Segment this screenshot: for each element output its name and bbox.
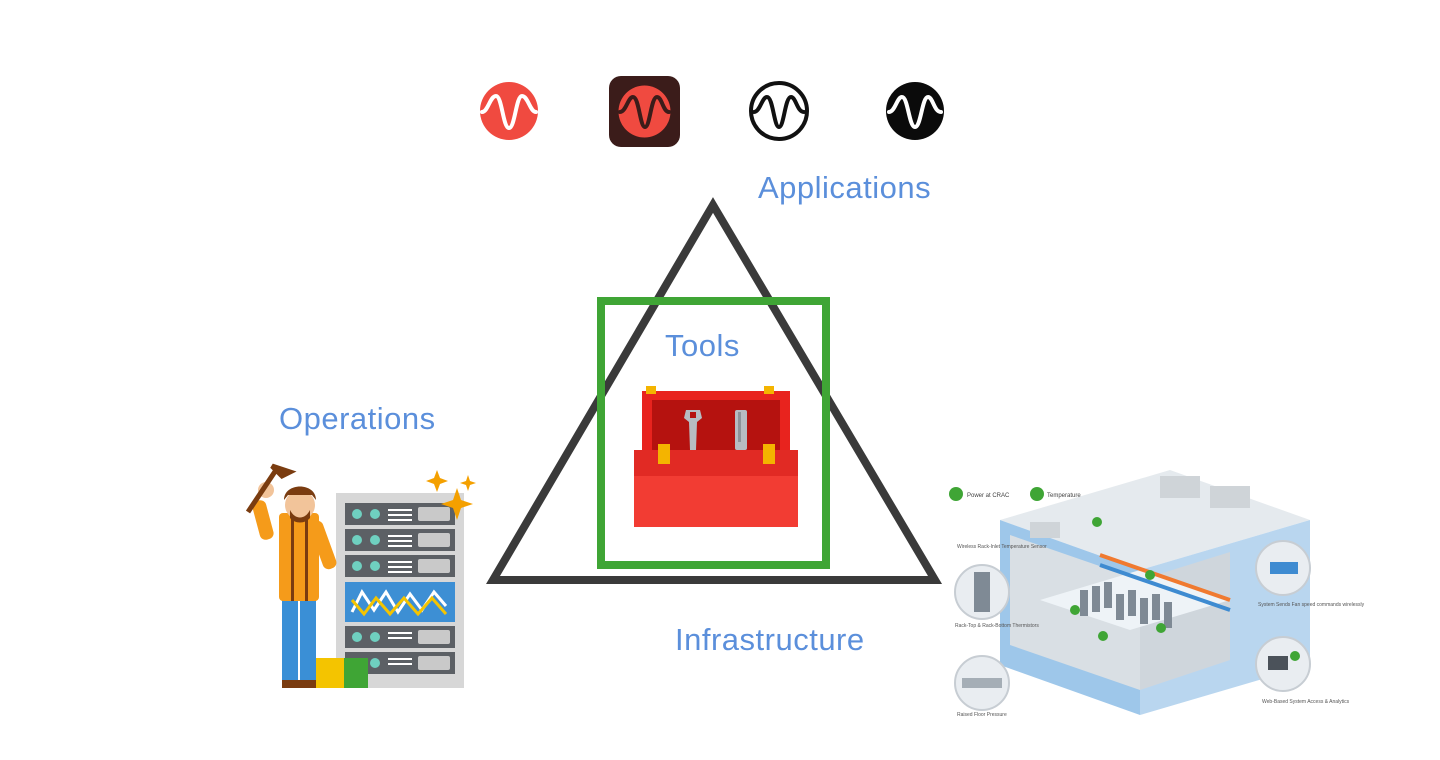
infrastructure-illustration (949, 470, 1311, 715)
callout-raised-floor: Raised Floor Pressure (957, 712, 1007, 718)
logo-outline-circle (749, 81, 809, 141)
callout-wireless: Wireless Rack-Inlet Temperature Sensor (957, 544, 1047, 550)
operations-illustration (245, 463, 476, 688)
callout-temperature: Temperature (1047, 493, 1081, 499)
applications-label: Applications (758, 170, 932, 205)
callout-power: Power at CRAC (967, 493, 1010, 499)
callout-rack-top: Rack-Top & Rack-Bottom Thermistors (955, 623, 1039, 629)
logo-red-circle (480, 82, 538, 140)
callout-web-based: Web-Based System Access & Analytics (1262, 699, 1350, 705)
infrastructure-label: Infrastructure (675, 622, 865, 657)
logo-dark-rounded-square (609, 76, 680, 147)
logo-black-circle (886, 82, 944, 140)
toolbox-icon (634, 386, 798, 527)
tools-frame (597, 297, 830, 569)
operations-label: Operations (279, 401, 436, 436)
tools-label: Tools (665, 328, 740, 363)
callout-fan-speed: System Sends Fan speed commands wireless… (1258, 602, 1365, 608)
